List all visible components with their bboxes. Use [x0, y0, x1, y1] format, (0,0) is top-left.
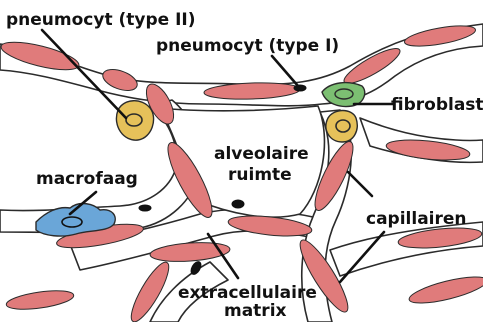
- label-alveolar-space-line2: ruimte: [228, 165, 292, 185]
- label-alveolar-space-line1: alveolaire: [214, 144, 309, 164]
- label-fibroblast: fibroblast: [391, 95, 483, 115]
- label-pneumocyte-type2: pneumocyt (type II): [6, 10, 196, 30]
- leader-pneumocyte-type1: [272, 56, 298, 86]
- pneumocyte-type2-right: [326, 111, 357, 143]
- pneumocyte-type1-nucleus: [294, 85, 306, 91]
- capillary: [5, 287, 75, 312]
- leader-capillaries-upper: [348, 172, 372, 196]
- label-pneumocyte-type1: pneumocyt (type I): [156, 36, 339, 56]
- label-macrophage: macrofaag: [36, 169, 138, 189]
- capillary: [407, 272, 483, 309]
- label-ecm-line2: matrix: [224, 301, 287, 321]
- cell-nucleus: [232, 200, 244, 208]
- pneumocyte-type2-left: [116, 101, 153, 140]
- label-capillaries: capillairen: [366, 209, 467, 229]
- label-ecm-line1: extracellulaire: [178, 283, 317, 303]
- cell-nucleus: [139, 205, 151, 211]
